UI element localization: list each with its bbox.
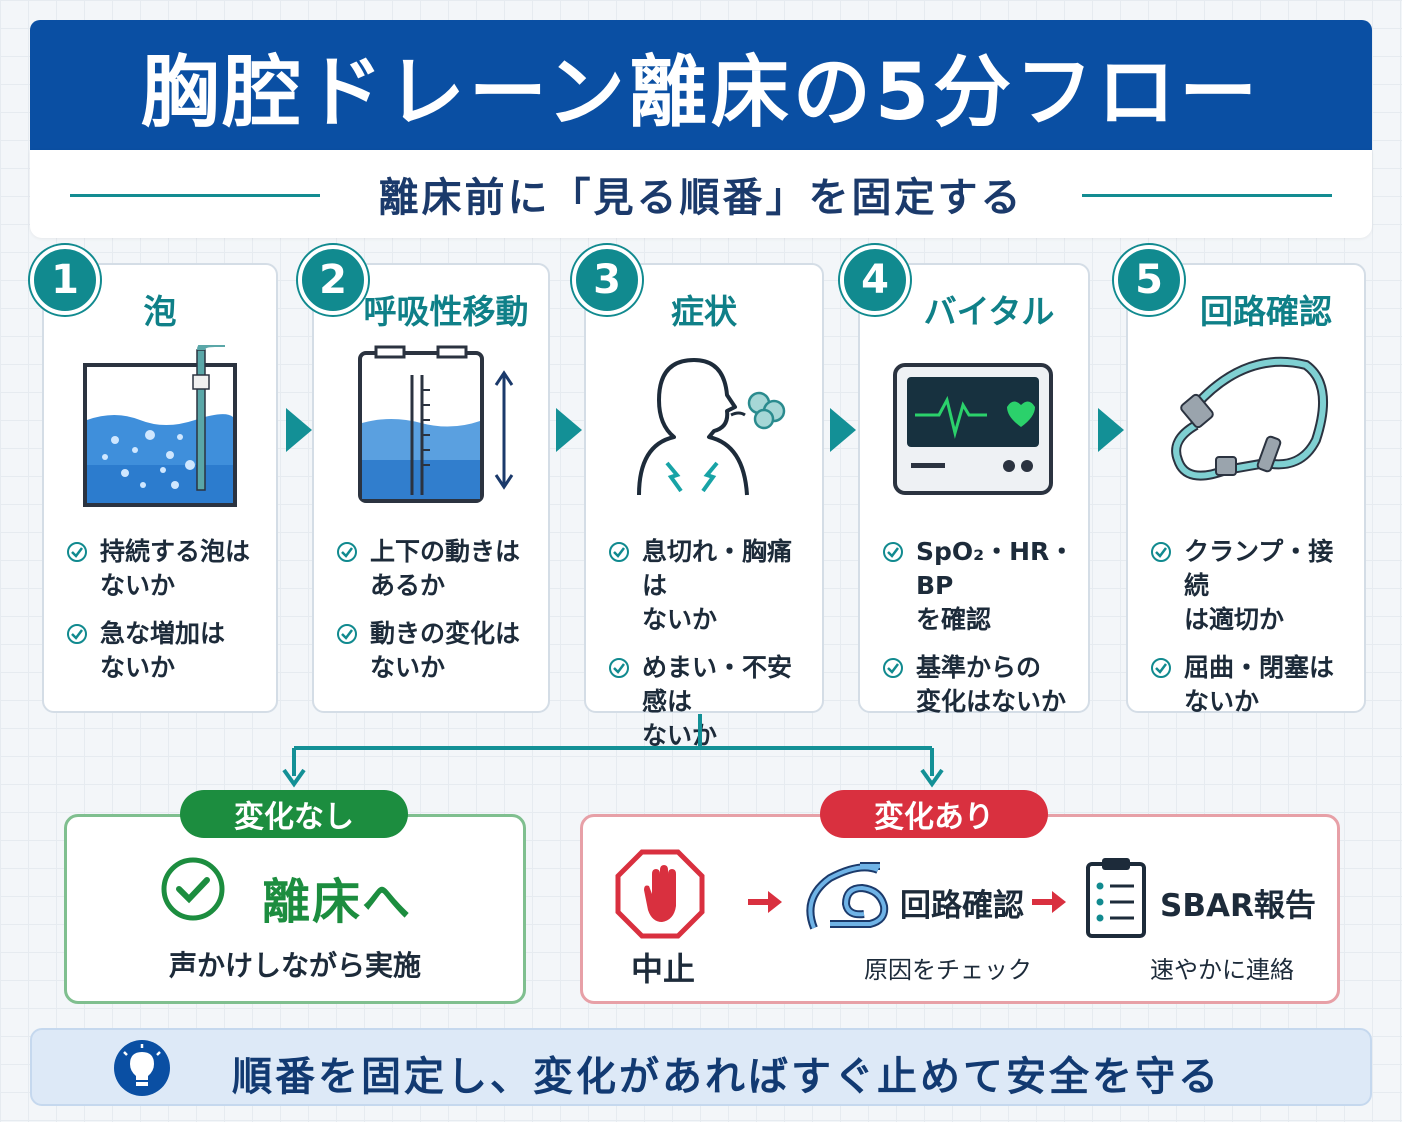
arrow-right-icon <box>286 408 312 452</box>
step-title: バイタル <box>923 292 1055 331</box>
sbar-title: SBAR報告 <box>1160 888 1316 924</box>
check-item: 急な増加は ないか <box>66 617 268 685</box>
tube-circuit-icon <box>806 862 889 930</box>
check-item: 息切れ・胸痛は ないか <box>608 535 814 637</box>
step-card-2: 呼吸性移動 上下の動きは あるか 動きの変化は ないか <box>312 263 550 713</box>
sbar-note: 速やかに連絡 <box>1150 956 1294 984</box>
subtitle-bar: 離床前に「見る順番」を固定する <box>30 150 1372 238</box>
check-circle-icon <box>883 542 903 562</box>
arrow-right-icon <box>1032 891 1066 913</box>
go-note: 声かけしながら実施 <box>168 949 421 982</box>
check-circle-icon <box>883 658 903 678</box>
stop-hand-icon <box>615 849 705 939</box>
step-badge-2: 2 <box>298 245 368 315</box>
check-circle-icon <box>1151 542 1171 562</box>
clipboard-icon <box>1086 858 1146 938</box>
check-circle-icon <box>67 624 87 644</box>
check-item: 上下の動きは あるか <box>336 535 540 603</box>
check-item: 持続する泡は ないか <box>66 535 268 603</box>
circuit-check-title: 回路確認 <box>900 888 1024 924</box>
step-title: 泡 <box>143 292 177 331</box>
step-title: 回路確認 <box>1200 292 1332 331</box>
check-circle-icon <box>1151 658 1171 678</box>
step-checks: SpO₂・HR・BP を確認 基準からの 変化はないか <box>882 535 1080 733</box>
no-change-box <box>64 814 526 1004</box>
tip-text: 順番を固定し、変化があればすぐ止めて安全を守る <box>232 1054 1221 1100</box>
step-checks: 息切れ・胸痛は ないか めまい・不安感は ないか <box>608 535 814 767</box>
step-badge-3: 3 <box>572 245 642 315</box>
step-badge-4: 4 <box>840 245 910 315</box>
check-item: 屈曲・閉塞は ないか <box>1150 651 1356 719</box>
step-title: 症状 <box>671 292 737 331</box>
arrow-right-icon <box>556 408 582 452</box>
page-title: 胸腔ドレーン離床の5分フロー <box>140 48 1262 138</box>
check-circle-icon <box>67 542 87 562</box>
title-bar: 胸腔ドレーン離床の5分フロー <box>30 20 1372 152</box>
circuit-check-note: 原因をチェック <box>864 956 1032 984</box>
check-circle-icon <box>161 857 225 921</box>
go-action: 離床へ <box>262 874 413 930</box>
check-item: めまい・不安感は ないか <box>608 651 814 753</box>
check-circle-icon <box>337 542 357 562</box>
check-item: クランプ・接続 は適切か <box>1150 535 1356 637</box>
check-circle-icon <box>337 624 357 644</box>
check-circle-icon <box>609 658 629 678</box>
tube-circuit-icon <box>1128 345 1364 520</box>
arrow-right-icon <box>830 408 856 452</box>
subtitle-rule-right <box>1082 194 1332 197</box>
step-title: 呼吸性移動 <box>363 292 529 331</box>
check-item: SpO₂・HR・BP を確認 <box>882 535 1080 637</box>
check-item: 動きの変化は ないか <box>336 617 540 685</box>
subtitle-rule-left <box>70 194 320 197</box>
step-checks: 持続する泡は ないか 急な増加は ないか <box>66 535 268 699</box>
breathing-person-icon <box>586 345 822 520</box>
step-badge-1: 1 <box>30 245 100 315</box>
change-label: 変化あり <box>820 790 1048 838</box>
step-badge-5: 5 <box>1114 245 1184 315</box>
step-card-5: 回路確認 クランプ・接続 は適切か 屈曲・閉塞は ないか <box>1126 263 1366 716</box>
step-card-1: 泡 持続する泡は ないか 急な増加は ないか <box>42 263 278 713</box>
water-bubbles-icon <box>44 345 276 520</box>
step-checks: 上下の動きは あるか 動きの変化は ないか <box>336 535 540 699</box>
vital-monitor-icon <box>860 345 1088 520</box>
change-box <box>580 814 1340 1004</box>
drainage-chamber-icon <box>314 345 548 520</box>
step-card-4: バイタル SpO₂・HR・BP を確認 基準からの 変化はないか <box>858 263 1090 716</box>
check-item: 基準からの 変化はないか <box>882 651 1080 719</box>
stop-label: 中止 <box>630 950 695 988</box>
no-change-label: 変化なし <box>180 790 408 838</box>
arrow-right-icon <box>748 891 782 913</box>
page-subtitle: 離床前に「見る順番」を固定する <box>378 175 1024 221</box>
check-circle-icon <box>609 542 629 562</box>
tip-bar: 順番を固定し、変化があればすぐ止めて安全を守る <box>30 1028 1372 1106</box>
step-card-3: 症状 息切れ・胸痛は ないか めまい・不安感は ないか <box>584 263 824 750</box>
lightbulb-icon <box>114 1040 170 1096</box>
step-checks: クランプ・接続 は適切か 屈曲・閉塞は ないか <box>1150 535 1356 733</box>
arrow-right-icon <box>1098 408 1124 452</box>
